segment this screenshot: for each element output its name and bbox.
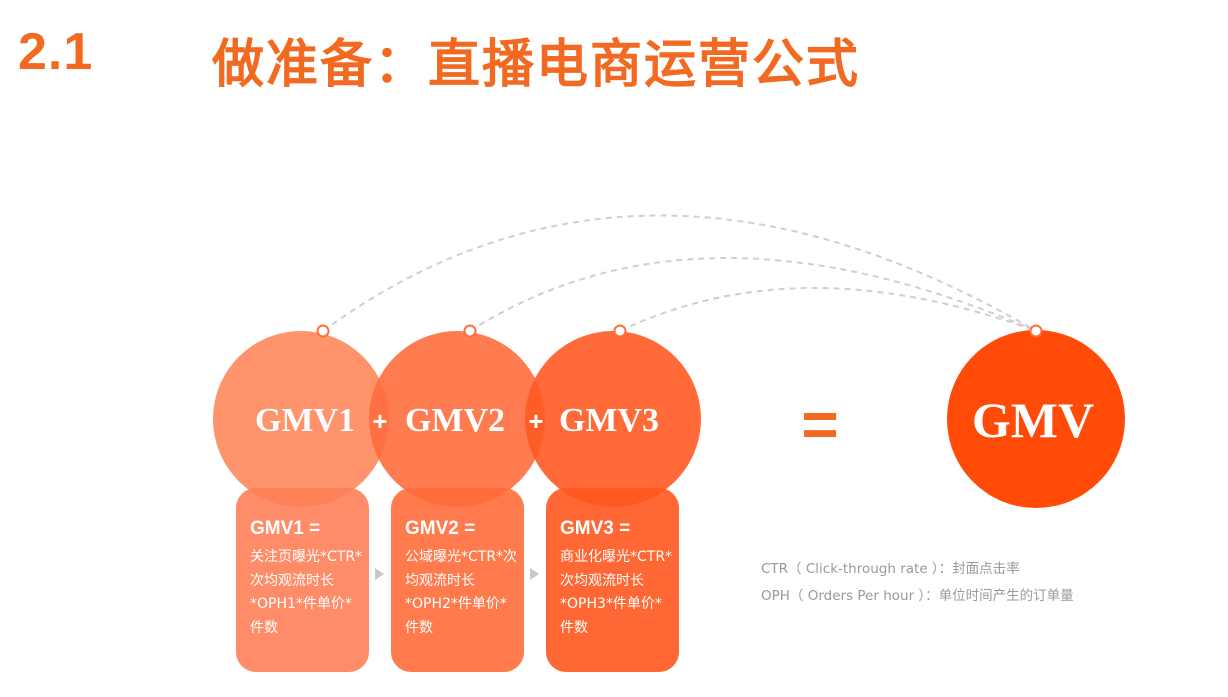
card-title: GMV3 = [560,518,631,539]
card-line: 公域曝光*CTR*次 [405,549,518,565]
connector-arc-1 [322,214,1037,332]
plus-sign-2: + [528,406,543,436]
card-title: GMV1 = [250,518,321,539]
card-line: 次均观流时长 [250,572,334,589]
gmv1-circle [213,331,389,507]
card-line: *OPH2*件单价* [405,596,507,612]
anchor-dot-3 [613,324,627,338]
oph-definition-note: OPH（ Orders Per hour ）：单位时间产生的订单量 [761,588,1074,604]
gmv-result-label: GMV [972,392,1094,448]
slide-header: 2.1 做准备：直播电商运营公式 [0,0,1228,110]
page-title: 做准备：直播电商运营公式 [212,35,861,95]
card-line: 件数 [250,619,278,636]
gmv2-circle [369,331,545,507]
equals-sign: = [801,388,838,460]
card-line: 次均观流时长 [560,572,644,589]
card-line: 商业化曝光*CTR* [560,549,673,565]
gmv2-label: GMV2 [405,402,505,439]
connector-arc-3 [619,287,1037,332]
gmv1-label: GMV1 [255,402,355,439]
arrow-icon [375,568,384,580]
gmv-result-circle [947,330,1125,508]
gmv2-formula-card: GMV2 = 公域曝光*CTR*次 均观流时长 *OPH2*件单价* 件数 [391,488,524,672]
card-line: 件数 [560,619,588,636]
gmv3-label: GMV3 [559,402,659,439]
arrow-icon [530,568,539,580]
gmv3-formula-card: GMV3 = 商业化曝光*CTR* 次均观流时长 *OPH3*件单价* 件数 [546,488,679,672]
anchor-dot-result [1029,324,1043,338]
anchor-dot-1 [316,324,330,338]
card-line: 关注页曝光*CTR* [250,549,363,565]
gmv3-circle [525,331,701,507]
section-number: 2.1 [18,23,94,81]
card-line: 均观流时长 [405,572,475,589]
card-title: GMV2 = [405,518,476,539]
connector-arc-2 [469,257,1037,332]
ctr-definition-note: CTR（ Click-through rate ）：封面点击率 [761,561,1020,577]
anchor-dot-2 [463,324,477,338]
card-line: 件数 [405,619,433,636]
card-line: *OPH3*件单价* [560,596,662,612]
card-line: *OPH1*件单价* [250,596,352,612]
plus-sign-1: + [372,406,387,436]
gmv1-formula-card: GMV1 = 关注页曝光*CTR* 次均观流时长 *OPH1*件单价* 件数 [236,488,369,672]
